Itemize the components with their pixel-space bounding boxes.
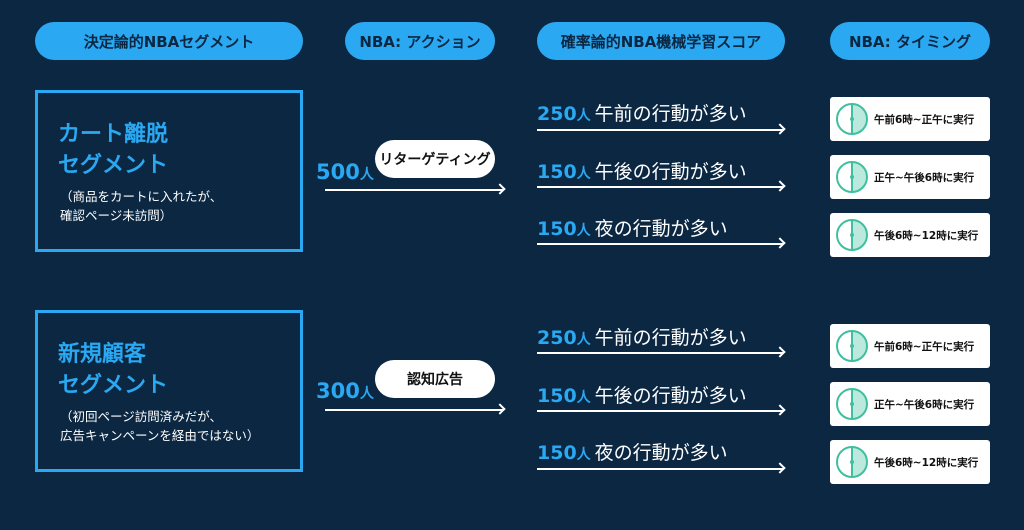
clock-half-icon [836, 446, 868, 478]
arrow [537, 352, 783, 354]
segment-title: 新規顧客 セグメント [58, 342, 169, 398]
action-pill-awareness-ad: 認知広告 [375, 360, 495, 398]
arrow [325, 189, 503, 191]
score-row: 250人午前の行動が多い [537, 327, 747, 349]
timing-card: 午前6時~正午に実行 [830, 97, 990, 141]
segment-title: カート離脱 セグメント [58, 122, 169, 178]
clock-half-icon [836, 161, 868, 193]
segment-box-cart-abandon: カート離脱 セグメント （商品をカートに入れたが、 確認ページ未訪問） [35, 90, 303, 252]
score-row: 150人夜の行動が多い [537, 218, 728, 240]
score-row: 250人午前の行動が多い [537, 103, 747, 125]
header-score: 確率論的NBA機械学習スコア [537, 22, 785, 60]
score-row: 150人午後の行動が多い [537, 385, 747, 407]
header-action: NBA: アクション [345, 22, 495, 60]
timing-card: 午後6時~12時に実行 [830, 213, 990, 257]
segment-count: 500人 [316, 160, 374, 184]
arrow [537, 186, 783, 188]
clock-half-icon [836, 219, 868, 251]
timing-card: 正午~午後6時に実行 [830, 155, 990, 199]
arrow [537, 129, 783, 131]
clock-half-icon [836, 103, 868, 135]
arrow [537, 468, 783, 470]
timing-card: 午後6時~12時に実行 [830, 440, 990, 484]
arrow [537, 243, 783, 245]
clock-half-icon [836, 388, 868, 420]
header-timing: NBA: タイミング [830, 22, 990, 60]
clock-half-icon [836, 330, 868, 362]
timing-card: 午前6時~正午に実行 [830, 324, 990, 368]
header-segment: 決定論的NBAセグメント [35, 22, 303, 60]
score-row: 150人午後の行動が多い [537, 161, 747, 183]
segment-description: （初回ページ訪問済みだが、 広告キャンペーンを経由ではない） [60, 409, 260, 443]
score-row: 150人夜の行動が多い [537, 442, 728, 464]
timing-card: 正午~午後6時に実行 [830, 382, 990, 426]
segment-description: （商品をカートに入れたが、 確認ページ未訪問） [60, 189, 223, 223]
action-pill-retargeting: リターゲティング [375, 140, 495, 178]
arrow [325, 409, 503, 411]
arrow [537, 410, 783, 412]
segment-box-new-customer: 新規顧客 セグメント （初回ページ訪問済みだが、 広告キャンペーンを経由ではない… [35, 310, 303, 472]
segment-count: 300人 [316, 379, 374, 403]
